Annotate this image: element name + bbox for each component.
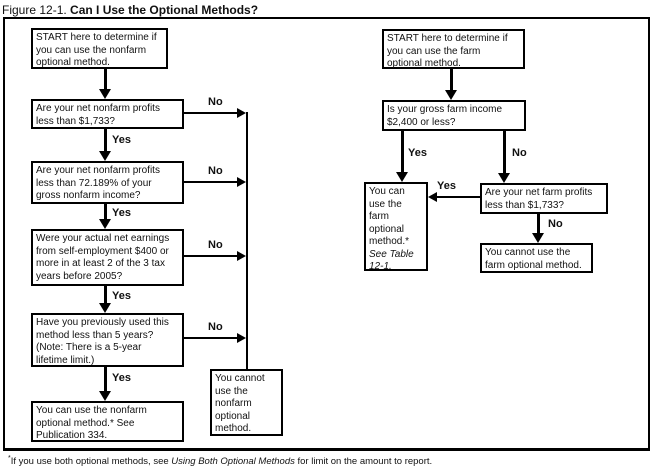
figure-title-main: Can I Use the Optional Methods? xyxy=(70,3,259,17)
arrow-nonfarm-yes2-stem xyxy=(104,204,107,219)
farm-yes2-label: Yes xyxy=(437,180,456,192)
nonfarm-yes3-label: Yes xyxy=(112,290,131,302)
arrow-nonfarm-yes1-head xyxy=(99,151,111,161)
arrow-nonfarm-no1-head xyxy=(237,108,246,118)
arrow-nonfarm-yes3-stem xyxy=(104,286,107,303)
footnote: *If you use both optional methods, see U… xyxy=(8,455,432,467)
arrow-nonfarm-no3-line xyxy=(184,255,237,257)
nonfarm-no4-label: No xyxy=(208,321,223,333)
arrow-farm-yes-stem xyxy=(401,131,404,172)
arrow-farm-start-head xyxy=(445,90,457,100)
farm-income-question-box: Is your gross farm income $2,400 or less… xyxy=(382,100,526,131)
nonfarm-can-use-box: You can use the nonfarm optional method.… xyxy=(31,401,184,442)
arrow-nonfarm-start-stem xyxy=(104,69,107,89)
farm-yes1-label: Yes xyxy=(408,147,427,159)
arrow-farm-start-stem xyxy=(450,69,453,90)
farm-can-use-see-table: See Table 12-1. xyxy=(369,248,414,273)
farm-cannot-use-box: You cannot use the farm optional method. xyxy=(480,243,593,273)
nonfarm-no1-label: No xyxy=(208,96,223,108)
nonfarm-yes1-label: Yes xyxy=(112,134,131,146)
arrow-farm-profits-yes-line xyxy=(437,196,480,198)
arrow-farm-profits-yes-head xyxy=(428,192,437,202)
footnote-marker: * xyxy=(8,455,11,462)
arrow-nonfarm-no4-head xyxy=(237,333,246,343)
nonfarm-no2-label: No xyxy=(208,165,223,177)
arrow-farm-no-stem xyxy=(503,131,506,173)
figure-title-prefix: Figure 12-1. xyxy=(2,3,67,17)
arrow-nonfarm-yes4-stem xyxy=(104,367,107,391)
farm-start-box: START here to determine if you can use t… xyxy=(382,29,525,69)
arrow-farm-no-head xyxy=(498,173,510,183)
nonfarm-no3-label: No xyxy=(208,239,223,251)
farm-profits-question-box: Are your net farm profits less than $1,7… xyxy=(480,183,608,214)
nonfarm-percent-question-box: Are your net nonfarm profits less than 7… xyxy=(31,161,184,204)
arrow-nonfarm-yes1-stem xyxy=(104,129,107,151)
arrow-nonfarm-no4-line xyxy=(184,337,237,339)
arrow-nonfarm-no3-head xyxy=(237,251,246,261)
farm-can-use-box: You can use the farm optional method.* S… xyxy=(364,182,428,273)
farm-no2-label: No xyxy=(548,218,563,230)
farm-can-use-text: You can use the farm optional method.* xyxy=(369,186,410,247)
nonfarm-years-question-box: Have you previously used this method les… xyxy=(31,313,184,367)
farm-no1-label: No xyxy=(512,147,527,159)
nonfarm-yes2-label: Yes xyxy=(112,207,131,219)
arrow-nonfarm-yes3-head xyxy=(99,303,111,313)
figure-title: Figure 12-1. Can I Use the Optional Meth… xyxy=(2,3,258,17)
nonfarm-no-collector-line xyxy=(246,112,248,369)
arrow-farm-profits-no-stem xyxy=(537,214,540,233)
nonfarm-cannot-use-box: You cannot use the nonfarm optional meth… xyxy=(210,369,283,436)
arrow-nonfarm-no1-line xyxy=(184,112,237,114)
arrow-nonfarm-no2-head xyxy=(237,177,246,187)
flowchart-border xyxy=(3,17,650,451)
arrow-nonfarm-yes2-head xyxy=(99,219,111,229)
nonfarm-profits-question-box: Are your net nonfarm profits less than $… xyxy=(31,99,184,129)
nonfarm-earnings-question-box: Were your actual net earnings from self-… xyxy=(31,229,184,286)
arrow-nonfarm-start-head xyxy=(99,89,111,99)
footnote-text-after: for limit on the amount to report. xyxy=(294,456,433,468)
arrow-farm-yes-head xyxy=(396,172,408,182)
arrow-nonfarm-yes4-head xyxy=(99,391,111,401)
arrow-nonfarm-no2-line xyxy=(184,181,237,183)
nonfarm-start-box: START here to determine if you can use t… xyxy=(31,28,168,69)
nonfarm-yes4-label: Yes xyxy=(112,372,131,384)
arrow-farm-profits-no-head xyxy=(532,233,544,243)
footnote-italic: Using Both Optional Methods xyxy=(171,456,295,468)
footnote-text-before: If you use both optional methods, see xyxy=(10,456,172,468)
